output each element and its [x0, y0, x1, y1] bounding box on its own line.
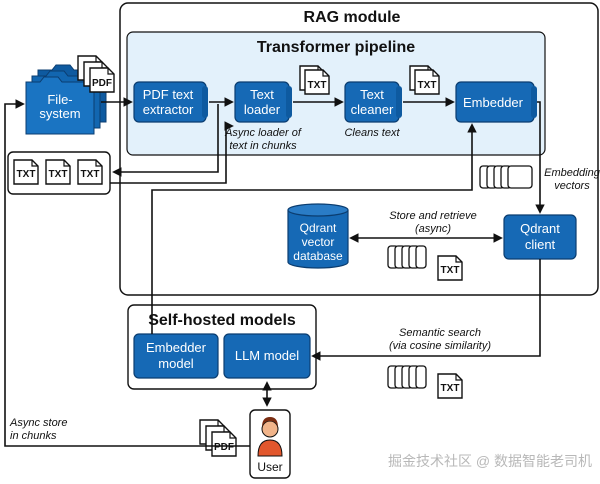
caption-semantic-search-1: Semantic search [399, 327, 481, 339]
txt-left-1: TXT [17, 169, 36, 180]
txt-stack-left: TXT TXT TXT [7, 151, 111, 195]
rag-module-title: RAG module [304, 9, 401, 26]
qdrant-client-label-2: client [525, 237, 556, 252]
txt-doc-cleaner-embedder: TXT [409, 65, 440, 95]
txt-doc-label-2: TXT [418, 80, 437, 91]
llm-model-label: LLM model [235, 348, 299, 363]
txt-doc-loader-cleaner: TXT [299, 65, 330, 95]
embedder-node: Embedder [455, 81, 537, 123]
arrow-embedder-to-client [535, 101, 545, 214]
txt-middle-label: TXT [441, 265, 460, 276]
txt-bottom-label: TXT [441, 383, 460, 394]
qdrant-client-label-1: Qdrant [520, 221, 560, 236]
qdrant-db-label-1: Qdrant [300, 221, 337, 235]
chunk-stack-middle: TXT [387, 245, 463, 281]
qdrant-client-node: Qdrant client [503, 214, 577, 260]
text-cleaner-node: Text cleaner [344, 81, 402, 123]
text-loader-node: Text loader [234, 81, 292, 123]
pdf-doc-stack-top: PDF [77, 55, 115, 93]
embedding-vectors-stack [479, 165, 533, 189]
text-loader-label-2: loader [244, 102, 281, 117]
pdf-doc-stack-bottom: PDF [199, 419, 237, 457]
file-system-label-2: system [39, 106, 80, 121]
embedder-model-label-2: model [158, 356, 194, 371]
txt-left-2: TXT [49, 169, 68, 180]
caption-embedding-vectors-2: vectors [554, 180, 590, 192]
arrow-user-to-filesystem [4, 99, 250, 447]
pdf-doc-label: PDF [92, 78, 112, 89]
arrow-extractor-to-txt-stack [112, 104, 219, 177]
embedder-model-label-1: Embedder [146, 340, 207, 355]
pdf-extractor-label-1: PDF text [143, 87, 194, 102]
embedder-model-node: Embedder model [133, 333, 219, 379]
pdf-extractor-label-2: extractor [143, 102, 194, 117]
text-cleaner-label-2: cleaner [351, 102, 394, 117]
caption-async-store-1: Async store [9, 417, 67, 429]
user-node: User [249, 409, 291, 479]
txt-doc-label-1: TXT [308, 80, 327, 91]
user-label: User [257, 460, 282, 474]
arrow-txt-stack-to-loader [110, 121, 234, 184]
caption-semantic-search-2: (via cosine similarity) [389, 340, 491, 352]
user-avatar-icon [257, 417, 283, 457]
caption-async-loader-2: text in chunks [229, 140, 297, 152]
qdrant-db-label-3: database [293, 249, 343, 263]
embedder-label: Embedder [463, 95, 524, 110]
arrow-client-to-llm [311, 259, 541, 361]
pipeline-title: Transformer pipeline [257, 39, 415, 56]
self-hosted-title: Self-hosted models [148, 312, 296, 329]
file-system-label-1: File- [47, 92, 72, 107]
text-cleaner-label-1: Text [360, 87, 384, 102]
caption-cleans-text: Cleans text [344, 127, 400, 139]
caption-embedding-vectors-1: Embedding [544, 167, 600, 179]
qdrant-db-label-2: vector [302, 235, 335, 249]
caption-store-retrieve-1: Store and retrieve [389, 210, 476, 222]
caption-async-store-2: in chunks [10, 430, 57, 442]
pdf-extractor-node: PDF text extractor [133, 81, 208, 123]
qdrant-db-node: Qdrant vector database [287, 203, 349, 269]
llm-model-node: LLM model [223, 333, 311, 379]
caption-store-retrieve-2: (async) [415, 223, 451, 235]
caption-async-loader-1: Async loader of [224, 127, 302, 139]
arrow-embedder-model-to-embedder [151, 123, 477, 334]
file-system-node: File- system [25, 64, 107, 135]
chunk-stack-bottom: TXT [387, 365, 463, 399]
txt-left-3: TXT [81, 169, 100, 180]
text-loader-label-1: Text [250, 87, 274, 102]
pdf-bottom-label: PDF [214, 442, 234, 453]
watermark-text: 掘金技术社区 @ 数据智能老司机 [388, 453, 592, 469]
